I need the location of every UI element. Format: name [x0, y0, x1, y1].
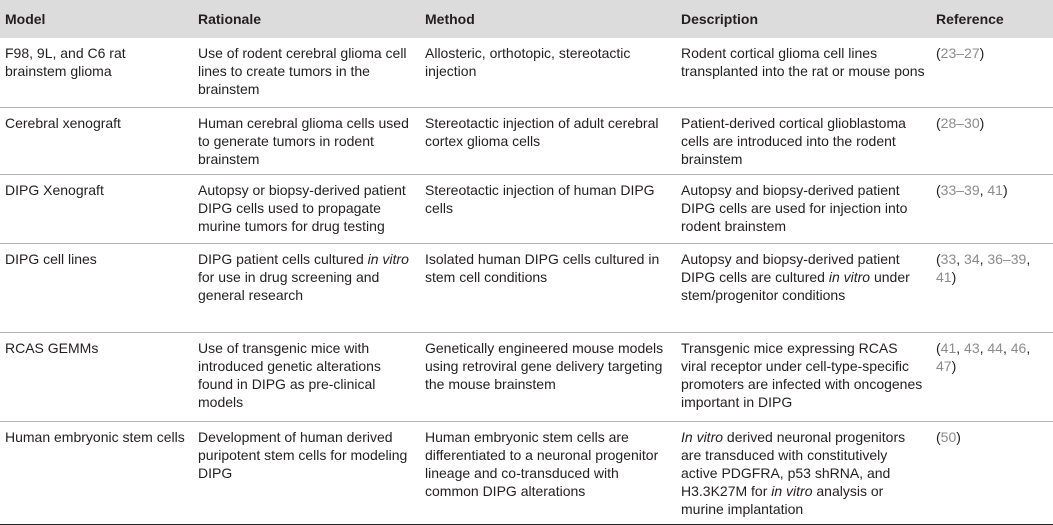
cell-rationale: Use of rodent cerebral glioma cell lines…	[198, 45, 407, 97]
table-row: Cerebral xenograft Human cerebral glioma…	[0, 108, 1053, 175]
table-row: Human embryonic stem cells Development o…	[0, 422, 1053, 525]
header-reference: Reference	[936, 10, 1004, 27]
cell-description: Autopsy and biopsy-derived patient DIPG …	[681, 182, 908, 234]
rationale-italic: in vitro	[367, 251, 409, 267]
cell-description: In vitro derived neuronal progenitors ar…	[676, 422, 931, 525]
cell-reference: (33, 34, 36–39, 41)	[936, 251, 1031, 285]
cell-rationale: Autopsy or biopsy-derived patient DIPG c…	[198, 182, 406, 234]
table-header: Model Rationale Method Description Refer…	[0, 0, 1053, 38]
cell-description: Autopsy and biopsy-derived patient DIPG …	[676, 244, 931, 333]
cell-method: Human embryonic stem cells are different…	[425, 429, 659, 499]
cell-reference: (33–39, 41)	[936, 182, 1008, 198]
reference-link[interactable]: 36–39	[987, 251, 1027, 267]
description-text: Autopsy and biopsy-derived patient DIPG …	[681, 251, 900, 285]
reference-link[interactable]: 43	[964, 340, 980, 356]
cell-model: DIPG Xenograft	[5, 182, 104, 198]
description-italic: In vitro	[681, 429, 724, 445]
cell-rationale: Development of human derived puripotent …	[198, 429, 408, 481]
reference-link[interactable]: 28–30	[940, 115, 980, 131]
header-method: Method	[425, 10, 475, 27]
description-text: under stem/progenitor conditions	[681, 269, 910, 303]
cell-method: Isolated human DIPG cells cultured in st…	[425, 251, 660, 285]
description-text: analysis or murine implantation	[681, 483, 884, 517]
cell-model: DIPG cell lines	[5, 251, 97, 267]
reference-paren: (	[936, 340, 941, 356]
reference-link[interactable]: 50	[940, 429, 957, 445]
reference-link[interactable]: 47	[936, 358, 952, 374]
reference-link[interactable]: 41	[936, 269, 952, 285]
rationale-text: for use in drug screening and general re…	[198, 269, 380, 303]
reference-link[interactable]: 41	[940, 340, 957, 356]
reference-paren: (	[936, 182, 941, 198]
table-row: DIPG Xenograft Autopsy or biopsy-derived…	[0, 175, 1053, 244]
reference-paren: )	[979, 45, 985, 61]
rationale-text: DIPG patient cells cultured	[198, 251, 368, 267]
cell-model: Human embryonic stem cells	[5, 429, 185, 445]
description-italic: in vitro	[828, 269, 871, 285]
reference-link[interactable]: 23–27	[940, 45, 980, 61]
cell-model: Cerebral xenograft	[5, 115, 121, 131]
reference-paren: (	[936, 251, 941, 267]
table-row: DIPG cell lines DIPG patient cells cultu…	[0, 244, 1053, 333]
header-row: Model Rationale Method Description Refer…	[0, 0, 1053, 38]
table-body: F98, 9L, and C6 rat brainstem glioma Use…	[0, 38, 1053, 525]
cell-description: Patient-derived cortical glioblastoma ce…	[681, 115, 906, 167]
cell-reference: (50)	[931, 422, 1053, 525]
cell-model: F98, 9L, and C6 rat brainstem glioma	[5, 45, 126, 79]
reference-paren: )	[1002, 182, 1008, 198]
description-italic: in vitro	[771, 483, 813, 499]
reference-link[interactable]: 34	[964, 251, 980, 267]
reference-paren: (	[936, 45, 941, 61]
reference-paren: (	[936, 115, 941, 131]
cell-description: Rodent cortical glioma cell lines transp…	[681, 45, 925, 79]
reference-link[interactable]: 44	[987, 340, 1003, 356]
header-model: Model	[5, 10, 46, 27]
cell-model: RCAS GEMMs	[5, 340, 99, 356]
cell-reference: (23–27)	[931, 38, 1053, 108]
cell-rationale: DIPG patient cells cultured in vitro for…	[193, 244, 420, 333]
reference-link[interactable]: 46	[1010, 340, 1027, 356]
reference-paren: (	[936, 429, 941, 445]
reference-paren: )	[951, 358, 957, 374]
reference-link[interactable]: 33	[940, 251, 957, 267]
reference-paren: )	[956, 429, 961, 445]
cell-reference: (41, 43, 44, 46, 47)	[936, 340, 1031, 374]
cell-rationale: Use of transgenic mice with introduced g…	[198, 340, 381, 410]
table-row: RCAS GEMMs Use of transgenic mice with i…	[0, 333, 1053, 422]
table-row: F98, 9L, and C6 rat brainstem glioma Use…	[0, 38, 1053, 108]
description-text: derived neuronal progenitors are transdu…	[681, 429, 906, 499]
reference-paren: )	[979, 115, 985, 131]
cell-description: Transgenic mice expressing RCAS viral re…	[681, 340, 923, 410]
header-rationale: Rationale	[198, 10, 262, 27]
cell-reference: (28–30)	[931, 108, 1053, 175]
cell-method: Stereotactic injection of human DIPG cel…	[425, 182, 655, 216]
reference-paren: )	[951, 269, 957, 285]
cell-method: Genetically engineered mouse models usin…	[425, 340, 664, 392]
reference-link[interactable]: 33–39	[940, 182, 980, 198]
header-description: Description	[681, 10, 759, 27]
cell-method: Allosteric, orthotopic, stereotactic inj…	[425, 45, 631, 79]
cell-method: Stereotactic injection of adult cerebral…	[425, 115, 659, 149]
cell-rationale: Human cerebral glioma cells used to gene…	[198, 115, 409, 167]
reference-link[interactable]: 41	[987, 182, 1003, 198]
